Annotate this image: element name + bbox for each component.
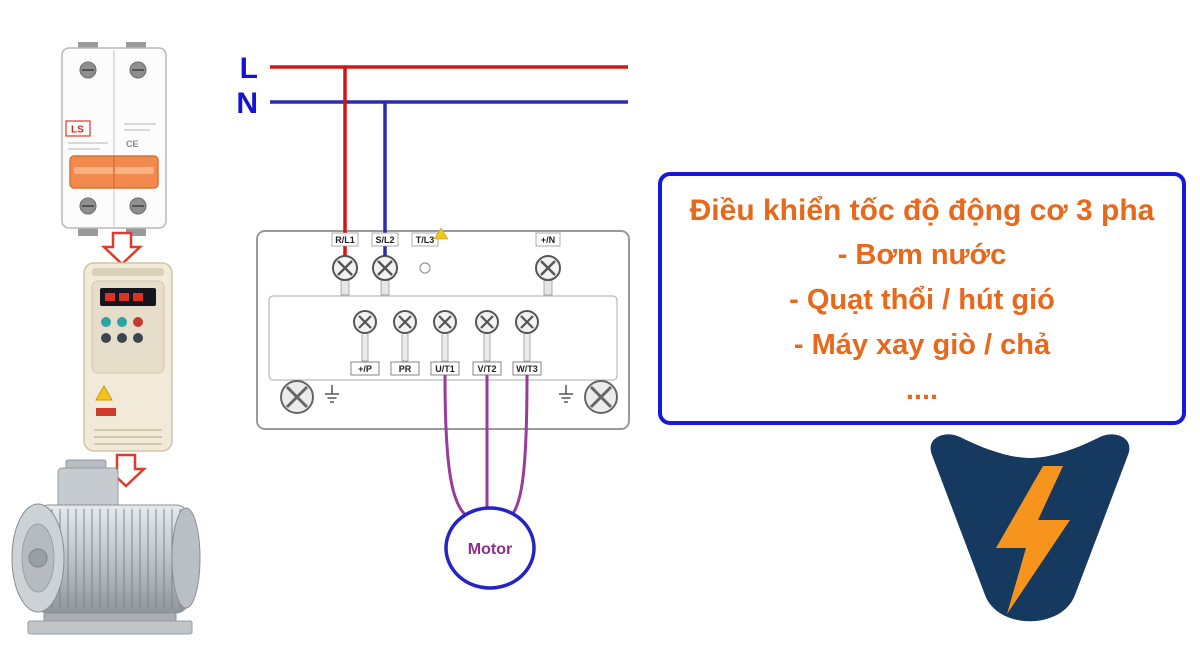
vfd-button bbox=[101, 317, 111, 327]
line-label: L bbox=[240, 52, 258, 85]
motor-symbol: Motor bbox=[444, 506, 536, 590]
info-box-title: Điều khiển tốc độ động cơ 3 pha bbox=[689, 194, 1155, 227]
mounting-screw-icon bbox=[280, 380, 314, 414]
info-box: Điều khiển tốc độ động cơ 3 pha - Bơm nư… bbox=[658, 172, 1186, 425]
breaker-bottom-clip bbox=[126, 226, 146, 236]
warning-marker-icon bbox=[433, 227, 449, 240]
ce-mark: CE bbox=[126, 139, 139, 149]
breaker-bottom-clip bbox=[78, 226, 98, 236]
terminal-label-s-l2: S/L2 bbox=[375, 235, 394, 245]
screw-terminal-icon bbox=[433, 310, 457, 334]
brand-logo bbox=[930, 434, 1130, 622]
vfd-terminal-block bbox=[256, 230, 630, 430]
terminal-labels: R/L1 S/L2 T/L3 +/N +/P PR U/T1 V/T2 W/T3 bbox=[331, 227, 561, 376]
breaker-top-clip bbox=[126, 42, 146, 52]
motor-wires bbox=[443, 374, 529, 519]
down-arrow-icon bbox=[100, 231, 144, 266]
terminal-label-w-t3: W/T3 bbox=[516, 364, 538, 374]
info-line: - Quạt thổi / hút gió bbox=[789, 284, 1055, 316]
screw-terminal-icon bbox=[535, 255, 561, 281]
terminal-label-u-t1: U/T1 bbox=[435, 364, 455, 374]
breaker-brand: LS bbox=[71, 125, 84, 136]
screw-terminal-icon bbox=[475, 310, 499, 334]
screw-terminal-icon bbox=[393, 310, 417, 334]
vfd-button bbox=[117, 317, 127, 327]
vfd-button bbox=[117, 333, 127, 343]
vfd-illustration bbox=[83, 262, 173, 452]
terminal-label-t-l3: T/L3 bbox=[416, 235, 435, 245]
info-line: - Bơm nước bbox=[837, 239, 1007, 271]
lightning-bolt-icon bbox=[996, 466, 1070, 614]
terminal-label-r-l1: R/L1 bbox=[335, 235, 355, 245]
motor-illustration bbox=[11, 459, 201, 635]
info-line: .... bbox=[905, 374, 939, 406]
motor-label: Motor bbox=[468, 541, 512, 558]
mounting-screw-icon bbox=[584, 380, 618, 414]
terminal-label-v-t2: V/T2 bbox=[477, 364, 496, 374]
terminal-label-n: +/N bbox=[541, 235, 555, 245]
screw-terminal-icon bbox=[515, 310, 539, 334]
warning-triangle-icon bbox=[95, 384, 113, 401]
breaker-top-clip bbox=[78, 42, 98, 52]
motor-wire-u bbox=[443, 374, 469, 519]
motor-circle bbox=[444, 506, 536, 590]
terminal-label-p: +/P bbox=[358, 364, 372, 374]
vfd-button bbox=[101, 333, 111, 343]
empty-terminal-hole bbox=[419, 262, 431, 274]
terminal-label-pr: PR bbox=[399, 364, 412, 374]
screw-terminal-icon bbox=[353, 310, 377, 334]
motor-base bbox=[27, 620, 193, 635]
vfd-button bbox=[133, 333, 143, 343]
info-line: - Máy xay giò / chả bbox=[793, 329, 1051, 361]
motor-wire-w bbox=[508, 374, 529, 519]
vfd-logo-mark bbox=[96, 408, 116, 416]
circuit-breaker-illustration: LS CE bbox=[61, 42, 167, 236]
vfd-button bbox=[133, 317, 143, 327]
screw-terminal-icon bbox=[332, 255, 358, 281]
breaker-brand-box bbox=[65, 120, 91, 137]
power-wires bbox=[270, 65, 628, 256]
screw-terminal-icon bbox=[372, 255, 398, 281]
neutral-label: N bbox=[236, 87, 258, 120]
ground-icon bbox=[559, 385, 573, 403]
ground-icon bbox=[325, 385, 339, 403]
